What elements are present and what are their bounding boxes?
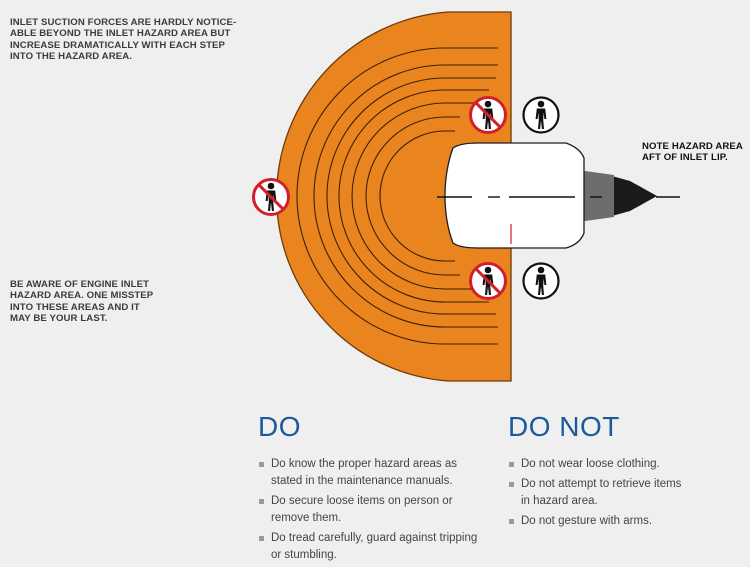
hazard-contour [351, 102, 475, 290]
hazard-contour [365, 116, 460, 276]
hazard-contour [338, 89, 489, 303]
list-item: Do tread carefully, guard against trippi… [258, 530, 478, 564]
list-item-text: Do not attempt to retrieve items [521, 478, 682, 490]
hazard-contour [313, 64, 498, 328]
note-line: BE AWARE OF ENGINE INLET [10, 279, 150, 290]
list-item-text: stated in the maintenance manuals. [271, 475, 453, 487]
be-aware-note: BE AWARE OF ENGINE INLET HAZARD AREA. ON… [10, 279, 153, 325]
hazard-contours [296, 47, 498, 345]
bullet-icon [509, 482, 514, 487]
list-item-text: Do know the proper hazard areas as [271, 458, 458, 470]
note-line: ABLE BEYOND THE INLET HAZARD AREA BUT [10, 28, 231, 40]
hazard-contour [379, 130, 455, 262]
list-item-text: or stumbling. [271, 549, 337, 561]
person-prohibited-icon [469, 96, 507, 134]
person-prohibited-icon [469, 262, 507, 300]
engine-exhaust-cone [612, 176, 657, 216]
list-item: Do not wear loose clothing. [508, 456, 728, 473]
do-not-title: DO NOT [508, 411, 620, 442]
note-line: INCREASE DRAMATICALLY WITH EACH STEP [10, 39, 226, 51]
note-line: INLET SUCTION FORCES ARE HARDLY NOTICE- [10, 17, 237, 28]
bullet-icon [259, 499, 264, 504]
list-item-text: Do secure loose items on person or [271, 495, 453, 507]
person-prohibited-icon [252, 178, 290, 216]
hazard-contour [296, 47, 498, 345]
list-item-text: Do not gesture with arms. [521, 515, 653, 527]
list-item: Do secure loose items on person or remov… [258, 493, 478, 527]
engine-aft-fairing [578, 170, 614, 222]
list-item-text: in hazard area. [521, 495, 598, 507]
bullet-icon [509, 462, 514, 467]
list-item: Do not gesture with arms. [508, 513, 728, 530]
hazard-contour [326, 77, 496, 315]
person-safe-icon [522, 262, 560, 300]
hazard-diagram [252, 11, 680, 382]
list-item: Do not attempt to retrieve items in haza… [508, 476, 728, 510]
do-title: DO [258, 411, 301, 442]
person-safe-icon [522, 96, 560, 134]
note-line: INTO THE HAZARD AREA. [10, 51, 133, 63]
list-item-text: Do not wear loose clothing. [521, 458, 660, 470]
bullet-icon [259, 462, 264, 467]
do-list: Do know the proper hazard areas as state… [258, 456, 478, 567]
list-item: Do know the proper hazard areas as state… [258, 456, 478, 490]
list-item-text: remove them. [271, 512, 342, 524]
inlet-suction-note: INLET SUCTION FORCES ARE HARDLY NOTICE- … [10, 17, 236, 63]
bullet-icon [259, 536, 264, 541]
do-not-list: Do not wear loose clothing. Do not attem… [508, 456, 728, 533]
note-line: NOTE HAZARD AREA [642, 141, 743, 152]
bullet-icon [509, 519, 514, 524]
aft-lip-note: NOTE HAZARD AREA AFT OF INLET LIP. [642, 141, 743, 164]
note-line: HAZARD AREA. ONE MISSTEP [10, 290, 154, 302]
engine-nacelle [444, 142, 585, 249]
note-line: MAY BE YOUR LAST. [10, 313, 108, 325]
note-line: INTO THESE AREAS AND IT [10, 301, 140, 313]
note-line: AFT OF INLET LIP. [642, 152, 728, 164]
list-item-text: Do tread carefully, guard against trippi… [271, 532, 478, 544]
